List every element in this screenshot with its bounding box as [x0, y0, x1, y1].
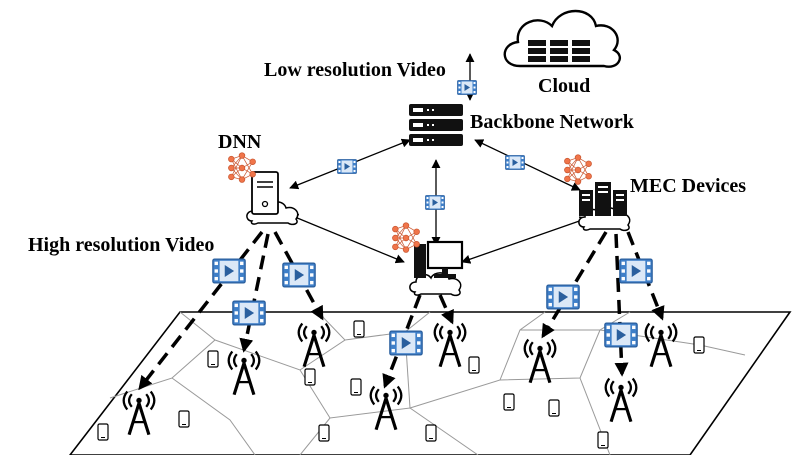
neural-network-icon	[564, 154, 592, 185]
smartphone-icon	[503, 393, 515, 411]
mec-server-cluster-icon	[579, 182, 627, 216]
video-clip-icon	[457, 80, 477, 95]
smartphone-icon	[468, 356, 480, 374]
smartphone-icon	[97, 423, 109, 441]
video-clip-icon	[232, 300, 266, 326]
smartphone-icon	[304, 368, 316, 386]
dnn-label: DNN	[218, 131, 262, 153]
video-clip-icon	[282, 262, 316, 288]
cloud-node	[503, 9, 621, 68]
video-clip-icon	[425, 195, 445, 210]
smartphone-icon	[207, 350, 219, 368]
video-clip-icon	[389, 330, 423, 356]
smartphone-icon	[425, 424, 437, 442]
smartphone-icon	[597, 431, 609, 449]
video-clip-icon	[337, 159, 357, 174]
smartphone-icon	[693, 336, 705, 354]
smartphone-icon	[548, 399, 560, 417]
mec-devices-label: MEC Devices	[630, 175, 746, 197]
edge-computer-icon	[414, 240, 464, 278]
cloud-servers	[528, 40, 590, 62]
video-clip-icon	[546, 284, 580, 310]
smartphone-icon	[318, 424, 330, 442]
cloud-label: Cloud	[538, 75, 590, 97]
video-clip-icon	[604, 322, 638, 348]
backbone-network-label: Backbone Network	[470, 111, 635, 133]
edge-server-icon	[251, 171, 279, 215]
video-clip-icon	[212, 258, 246, 284]
high-resolution-video-label: High resolution Video	[28, 234, 214, 256]
smartphone-icon	[353, 320, 365, 338]
low-resolution-video-label: Low resolution Video	[264, 59, 446, 81]
video-clip-icon	[619, 258, 653, 284]
video-clip-icon	[505, 155, 525, 170]
smartphone-icon	[350, 378, 362, 396]
smartphone-icon	[178, 410, 190, 428]
server-rack-icon	[409, 104, 463, 146]
network-links	[289, 53, 589, 264]
